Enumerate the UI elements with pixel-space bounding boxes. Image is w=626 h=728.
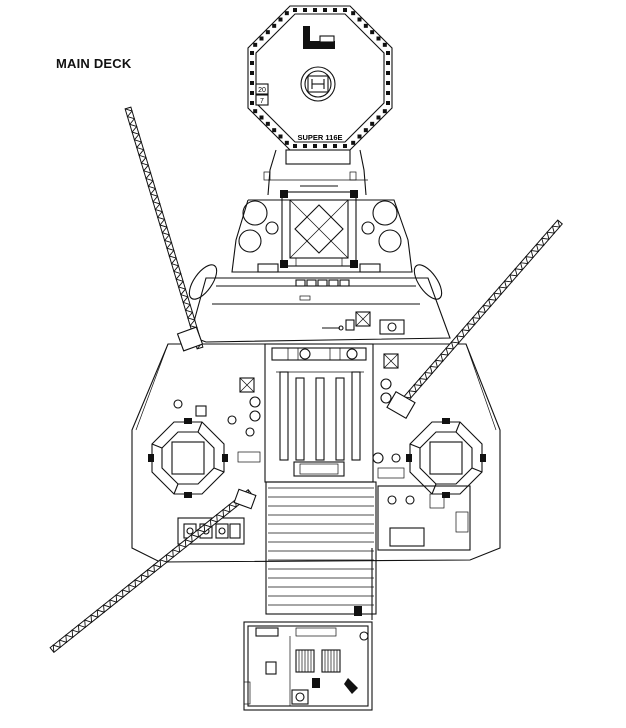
perimeter-light <box>265 30 270 35</box>
right-equipment <box>372 353 471 551</box>
right-leg-module <box>406 418 486 498</box>
lattice-boom <box>124 106 204 350</box>
perimeter-light <box>376 36 381 41</box>
perimeter-light <box>284 140 289 145</box>
left-leg-module <box>148 418 228 498</box>
bottom-grates <box>295 649 341 673</box>
perimeter-light <box>253 42 258 47</box>
deck-title: MAIN DECK <box>56 56 132 71</box>
perimeter-light <box>250 81 254 85</box>
perimeter-light <box>376 115 381 120</box>
main-platform <box>189 277 451 343</box>
perimeter-light <box>382 42 387 47</box>
deck-number-bottom: 7 <box>260 98 264 105</box>
perimeter-light <box>357 134 362 139</box>
left-equipment <box>173 377 261 463</box>
perimeter-light <box>363 23 368 28</box>
left-tank-block <box>177 517 245 545</box>
helideck: 20 7 SUPER 116E <box>247 5 393 151</box>
derrick <box>280 185 358 268</box>
bottom-module <box>243 621 373 711</box>
perimeter-light <box>323 144 327 148</box>
crane-booms <box>49 106 563 654</box>
walkway-gratings <box>268 487 374 606</box>
perimeter-light <box>293 144 297 148</box>
perimeter-light <box>250 61 254 65</box>
perimeter-light <box>357 17 362 22</box>
perimeter-light <box>303 8 307 12</box>
crane-bases <box>176 264 443 510</box>
perimeter-light <box>333 8 337 12</box>
perimeter-light <box>343 144 347 148</box>
perimeter-light <box>250 91 254 95</box>
perimeter-light <box>293 8 297 12</box>
perimeter-light <box>351 140 356 145</box>
perimeter-light <box>370 121 375 126</box>
perimeter-light <box>386 101 390 105</box>
perimeter-light <box>259 115 264 120</box>
derrick-area <box>231 185 413 273</box>
perimeter-light <box>386 71 390 75</box>
perimeter-light <box>272 128 277 133</box>
central-corridor <box>264 343 374 483</box>
walkway <box>265 481 377 620</box>
perimeter-light <box>253 109 258 114</box>
perimeter-light <box>259 36 264 41</box>
perimeter-light <box>386 81 390 85</box>
perimeter-light <box>272 23 277 28</box>
perimeter-light <box>303 144 307 148</box>
perimeter-light <box>370 30 375 35</box>
perimeter-light <box>250 101 254 105</box>
perimeter-light <box>278 134 283 139</box>
perimeter-light <box>363 128 368 133</box>
perimeter-light <box>382 109 387 114</box>
perimeter-light <box>265 121 270 126</box>
perimeter-light <box>313 8 317 12</box>
perimeter-light <box>386 51 390 55</box>
perimeter-light <box>250 71 254 75</box>
perimeter-light <box>278 17 283 22</box>
control-panel-row <box>295 279 350 301</box>
perimeter-light <box>284 11 289 16</box>
perimeter-light <box>313 144 317 148</box>
perimeter-light <box>386 61 390 65</box>
perimeter-light <box>386 91 390 95</box>
perimeter-light <box>250 51 254 55</box>
helideck-logo <box>303 26 335 49</box>
helideck-perimeter-lights <box>250 8 390 148</box>
helideck-support <box>263 149 368 196</box>
perimeter-light <box>343 8 347 12</box>
perimeter-light <box>351 11 356 16</box>
lower-hull <box>131 343 501 563</box>
lattice-boom <box>49 488 253 654</box>
helideck-h-marking <box>300 66 336 102</box>
winch <box>345 311 405 335</box>
deck-number-box: 20 7 <box>255 83 269 106</box>
deck-number-top: 20 <box>258 87 266 94</box>
perimeter-light <box>333 144 337 148</box>
hull-marking-label: SUPER 116E <box>297 133 342 142</box>
perimeter-light <box>323 8 327 12</box>
